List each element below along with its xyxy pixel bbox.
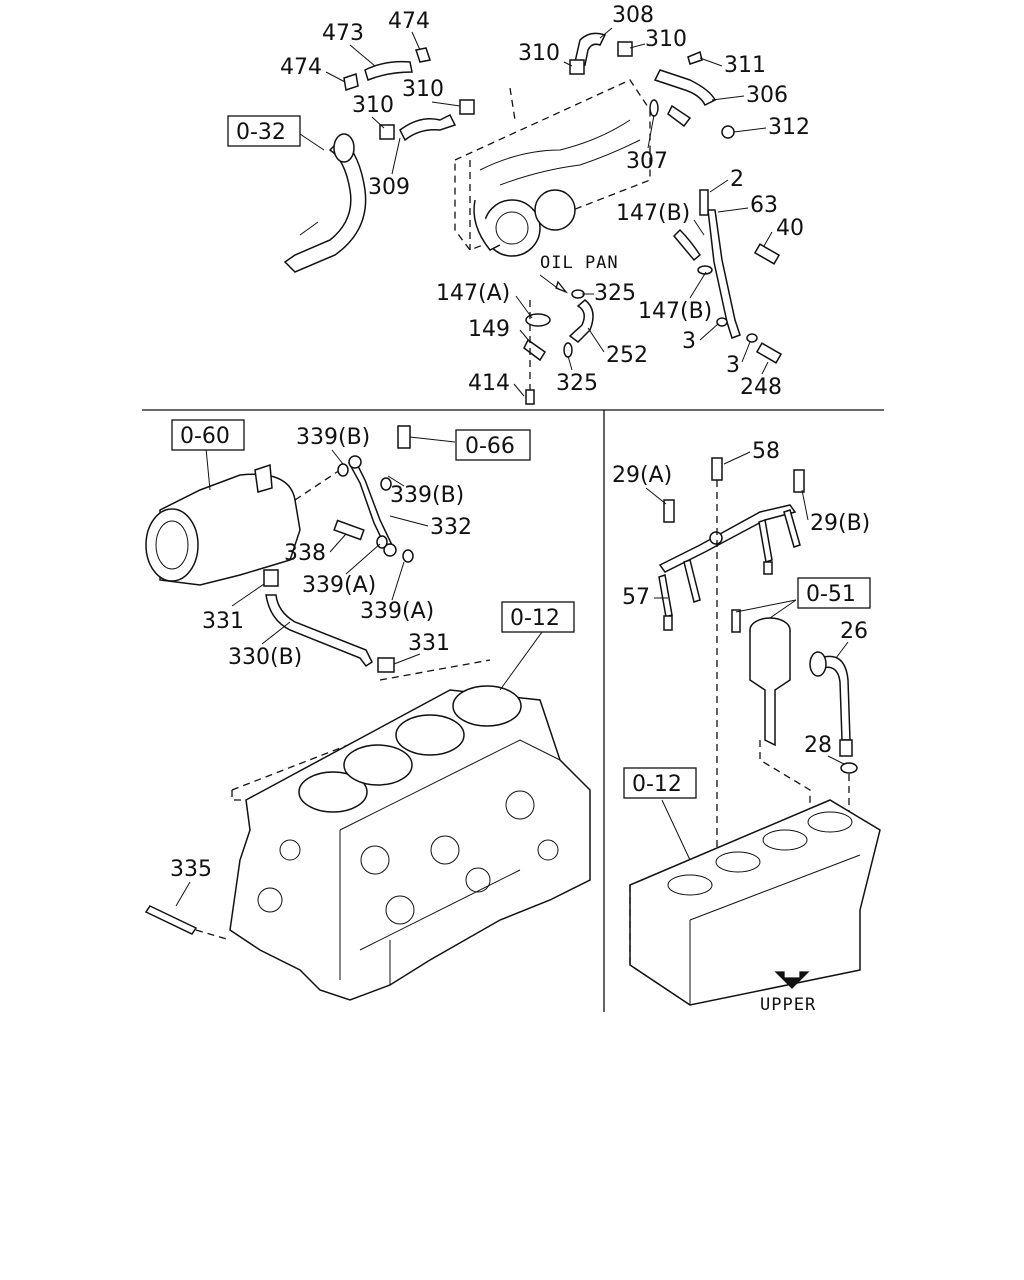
callout-310-b: 310 <box>402 77 444 102</box>
callout-310-c: 310 <box>518 41 560 66</box>
callout-147b-bottom: 147(B) <box>638 299 712 324</box>
oil-jet-and-pan-drawing <box>629 457 881 1006</box>
ref-0-66: 0-66 <box>465 434 515 459</box>
callout-338: 338 <box>284 541 326 566</box>
callout-3-b: 3 <box>726 353 740 378</box>
callout-309: 309 <box>368 175 410 200</box>
note-upper: UPPER <box>760 995 816 1015</box>
callout-331-right: 331 <box>408 631 450 656</box>
left-leader-lines <box>175 447 543 907</box>
callout-3-a: 3 <box>682 329 696 354</box>
ref-box-0-60 <box>171 419 245 451</box>
callout-252: 252 <box>606 343 648 368</box>
turbo-assembly-drawing <box>283 32 783 405</box>
callout-307: 307 <box>626 149 668 174</box>
callout-58: 58 <box>752 439 780 464</box>
callout-332: 332 <box>430 515 472 540</box>
callout-335: 335 <box>170 857 212 882</box>
callout-312: 312 <box>768 115 810 140</box>
callout-339b-right: 339(B) <box>390 483 464 508</box>
callout-330b: 330(B) <box>228 645 302 670</box>
alternator-and-block-drawing <box>144 425 591 1001</box>
ref-box-0-51 <box>797 577 871 609</box>
callout-63: 63 <box>750 193 778 218</box>
callout-29a: 29(A) <box>612 463 672 488</box>
ref-box-0-12-left <box>501 601 575 633</box>
top-leader-lines <box>299 27 773 397</box>
callout-414: 414 <box>468 371 510 396</box>
callout-310-a: 310 <box>352 93 394 118</box>
callout-29b: 29(B) <box>810 511 870 536</box>
callout-325-top: 325 <box>594 281 636 306</box>
callout-26: 26 <box>840 619 868 644</box>
callout-310-d: 310 <box>645 27 687 52</box>
callout-147a: 147(A) <box>436 281 510 306</box>
upper-arrow-icon <box>774 971 810 989</box>
callout-339a-left: 339(A) <box>302 573 376 598</box>
right-leader-lines <box>645 451 849 861</box>
callout-339b-top: 339(B) <box>296 425 370 450</box>
callout-248: 248 <box>740 375 782 400</box>
ref-0-32: 0-32 <box>236 120 286 145</box>
callout-331-left: 331 <box>202 609 244 634</box>
ref-0-12-left: 0-12 <box>510 606 560 631</box>
note-oil-pan: OIL PAN <box>540 253 619 273</box>
callout-306: 306 <box>746 83 788 108</box>
callout-308: 308 <box>612 3 654 28</box>
callout-2: 2 <box>730 167 744 192</box>
callout-474-top: 474 <box>388 9 430 34</box>
callout-473: 473 <box>322 21 364 46</box>
ref-box-0-32 <box>227 115 301 147</box>
ref-box-0-12-right <box>623 767 697 799</box>
callout-474-left: 474 <box>280 55 322 80</box>
callout-147b-top: 147(B) <box>616 201 690 226</box>
ref-box-0-66 <box>455 429 531 461</box>
ref-0-60: 0-60 <box>180 424 230 449</box>
callout-149: 149 <box>468 317 510 342</box>
ref-0-12-right: 0-12 <box>632 772 682 797</box>
callout-339a-right: 339(A) <box>360 599 434 624</box>
ref-0-51: 0-51 <box>806 582 856 607</box>
callout-40: 40 <box>776 216 804 241</box>
callout-311: 311 <box>724 53 766 78</box>
callout-28: 28 <box>804 733 832 758</box>
callout-57: 57 <box>622 585 650 610</box>
callout-325-bottom: 325 <box>556 371 598 396</box>
